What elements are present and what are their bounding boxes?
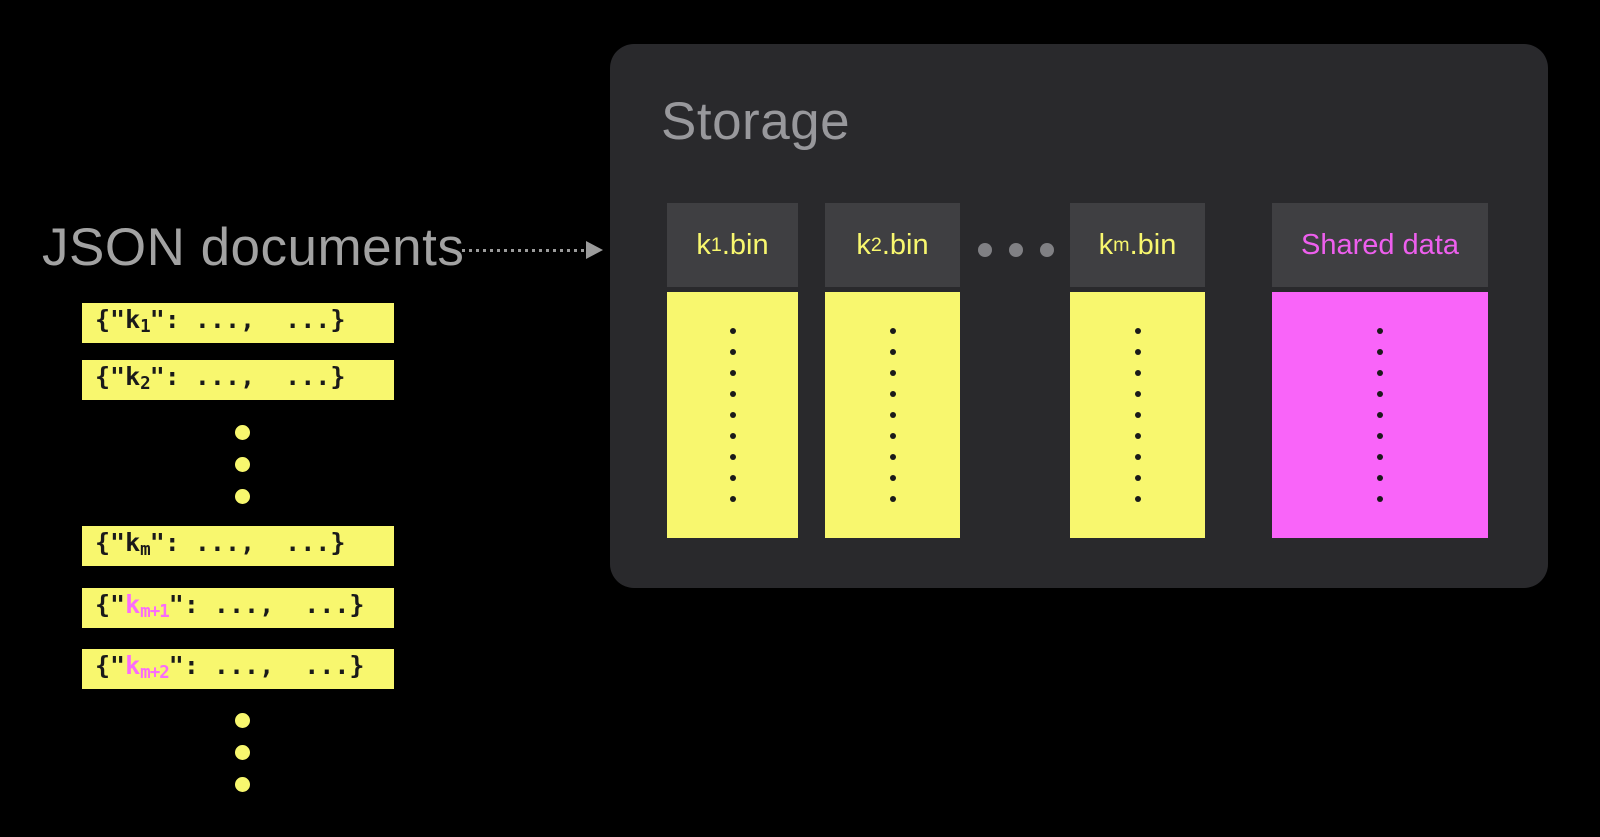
json-documents-label: JSON documents xyxy=(42,218,465,277)
arrow-head-icon xyxy=(586,241,603,259)
json-doc-row-km: {"km": ..., ...} xyxy=(82,526,394,566)
record-dots xyxy=(1377,292,1383,538)
json-doc-row-k1: {"k1": ..., ...} xyxy=(82,303,394,343)
doc-key-accent: k xyxy=(125,589,141,619)
json-doc-text: {"km+2": ..., ...} xyxy=(95,650,365,683)
doc-key: k xyxy=(125,527,141,557)
json-doc-row-km1: {"km+1": ..., ...} xyxy=(82,588,394,628)
record-dots xyxy=(1134,292,1141,538)
doc-tail-ellipsis xyxy=(235,713,250,792)
doc-key-accent: k xyxy=(125,650,141,680)
columns-ellipsis xyxy=(978,243,1054,257)
shared-data-body xyxy=(1272,292,1488,538)
arrow-dotted-line xyxy=(462,249,586,252)
storage-title: Storage xyxy=(661,92,851,151)
doc-key: k xyxy=(125,361,141,391)
json-doc-text: {"km+1": ..., ...} xyxy=(95,589,365,622)
doc-gap-ellipsis xyxy=(235,425,250,504)
bin-file-body xyxy=(825,292,960,538)
bin-file-body xyxy=(667,292,798,538)
shared-data-label: Shared data xyxy=(1272,203,1488,287)
json-doc-row-km2: {"km+2": ..., ...} xyxy=(82,649,394,689)
json-doc-text: {"k2": ..., ...} xyxy=(95,361,346,394)
record-dots xyxy=(729,292,736,538)
record-dots xyxy=(889,292,896,538)
json-doc-row-k2: {"k2": ..., ...} xyxy=(82,360,394,400)
bin-file-body xyxy=(1070,292,1205,538)
json-doc-text: {"km": ..., ...} xyxy=(95,527,346,560)
doc-key: k xyxy=(125,304,141,334)
json-doc-text: {"k1": ..., ...} xyxy=(95,304,346,337)
shared-data-column: Shared data xyxy=(1272,203,1488,538)
flow-arrow xyxy=(462,240,608,260)
